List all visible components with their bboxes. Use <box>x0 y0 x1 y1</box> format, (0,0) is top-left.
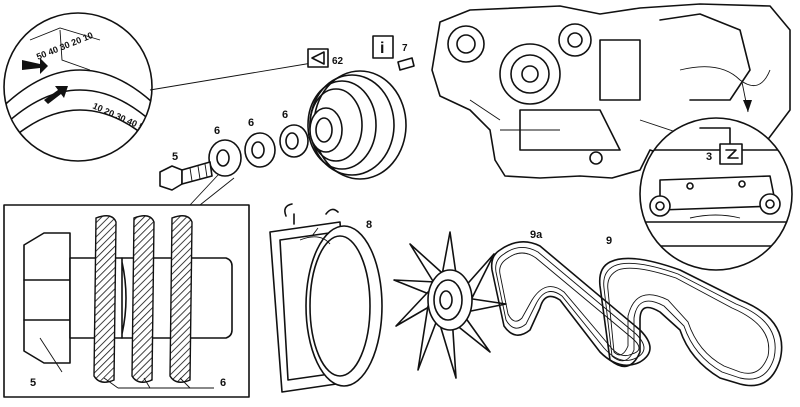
bolt-detail-box: 5 6 <box>3 204 250 398</box>
washer: 6 <box>279 109 309 158</box>
key-icon <box>397 57 415 71</box>
leader-line-detail <box>199 177 235 206</box>
label-pulley-ref: 62 <box>332 56 344 67</box>
special-tool-detail: 3 <box>639 117 793 271</box>
bolt: 5 <box>159 151 213 191</box>
label-belt-9a: 9a <box>530 229 543 241</box>
label-washer: 6 <box>282 109 288 121</box>
label-washer: 6 <box>214 125 220 137</box>
special-tool-icon <box>725 149 739 159</box>
pointer-arrow-icon <box>44 86 68 104</box>
label-washer: 6 <box>248 117 254 129</box>
poly-v-belt-9: 9 <box>598 235 783 387</box>
label-detail-washers: 6 <box>220 377 226 389</box>
label-detail-bolt: 5 <box>30 377 36 389</box>
poly-v-belt-9a: 9a <box>490 229 651 367</box>
label-fan-shroud: 8 <box>366 219 372 231</box>
label-belt-9: 9 <box>606 235 612 247</box>
timing-mark-detail: 50 40 30 20 10 10 20 30 40 50 <box>3 12 153 162</box>
leader-line-pulley <box>149 61 319 91</box>
washer: 6 <box>244 117 276 168</box>
info-reference-box: i 7 <box>372 35 415 71</box>
washer: 6 <box>208 125 242 177</box>
leader-line-detail <box>189 174 219 206</box>
triangle-reference-icon <box>311 51 325 65</box>
info-icon: i <box>380 40 384 57</box>
warning-reference-box: 62 <box>307 48 344 68</box>
crankshaft-pulley <box>307 70 407 180</box>
label-tool-ref: 3 <box>706 151 712 163</box>
cooling-fan <box>393 231 507 379</box>
fan-shroud: 8 <box>269 203 383 393</box>
label-info-ref: 7 <box>402 43 408 54</box>
arrow-icon <box>743 100 752 112</box>
pointer-arrow-icon <box>22 58 48 74</box>
label-bolt: 5 <box>172 151 178 163</box>
